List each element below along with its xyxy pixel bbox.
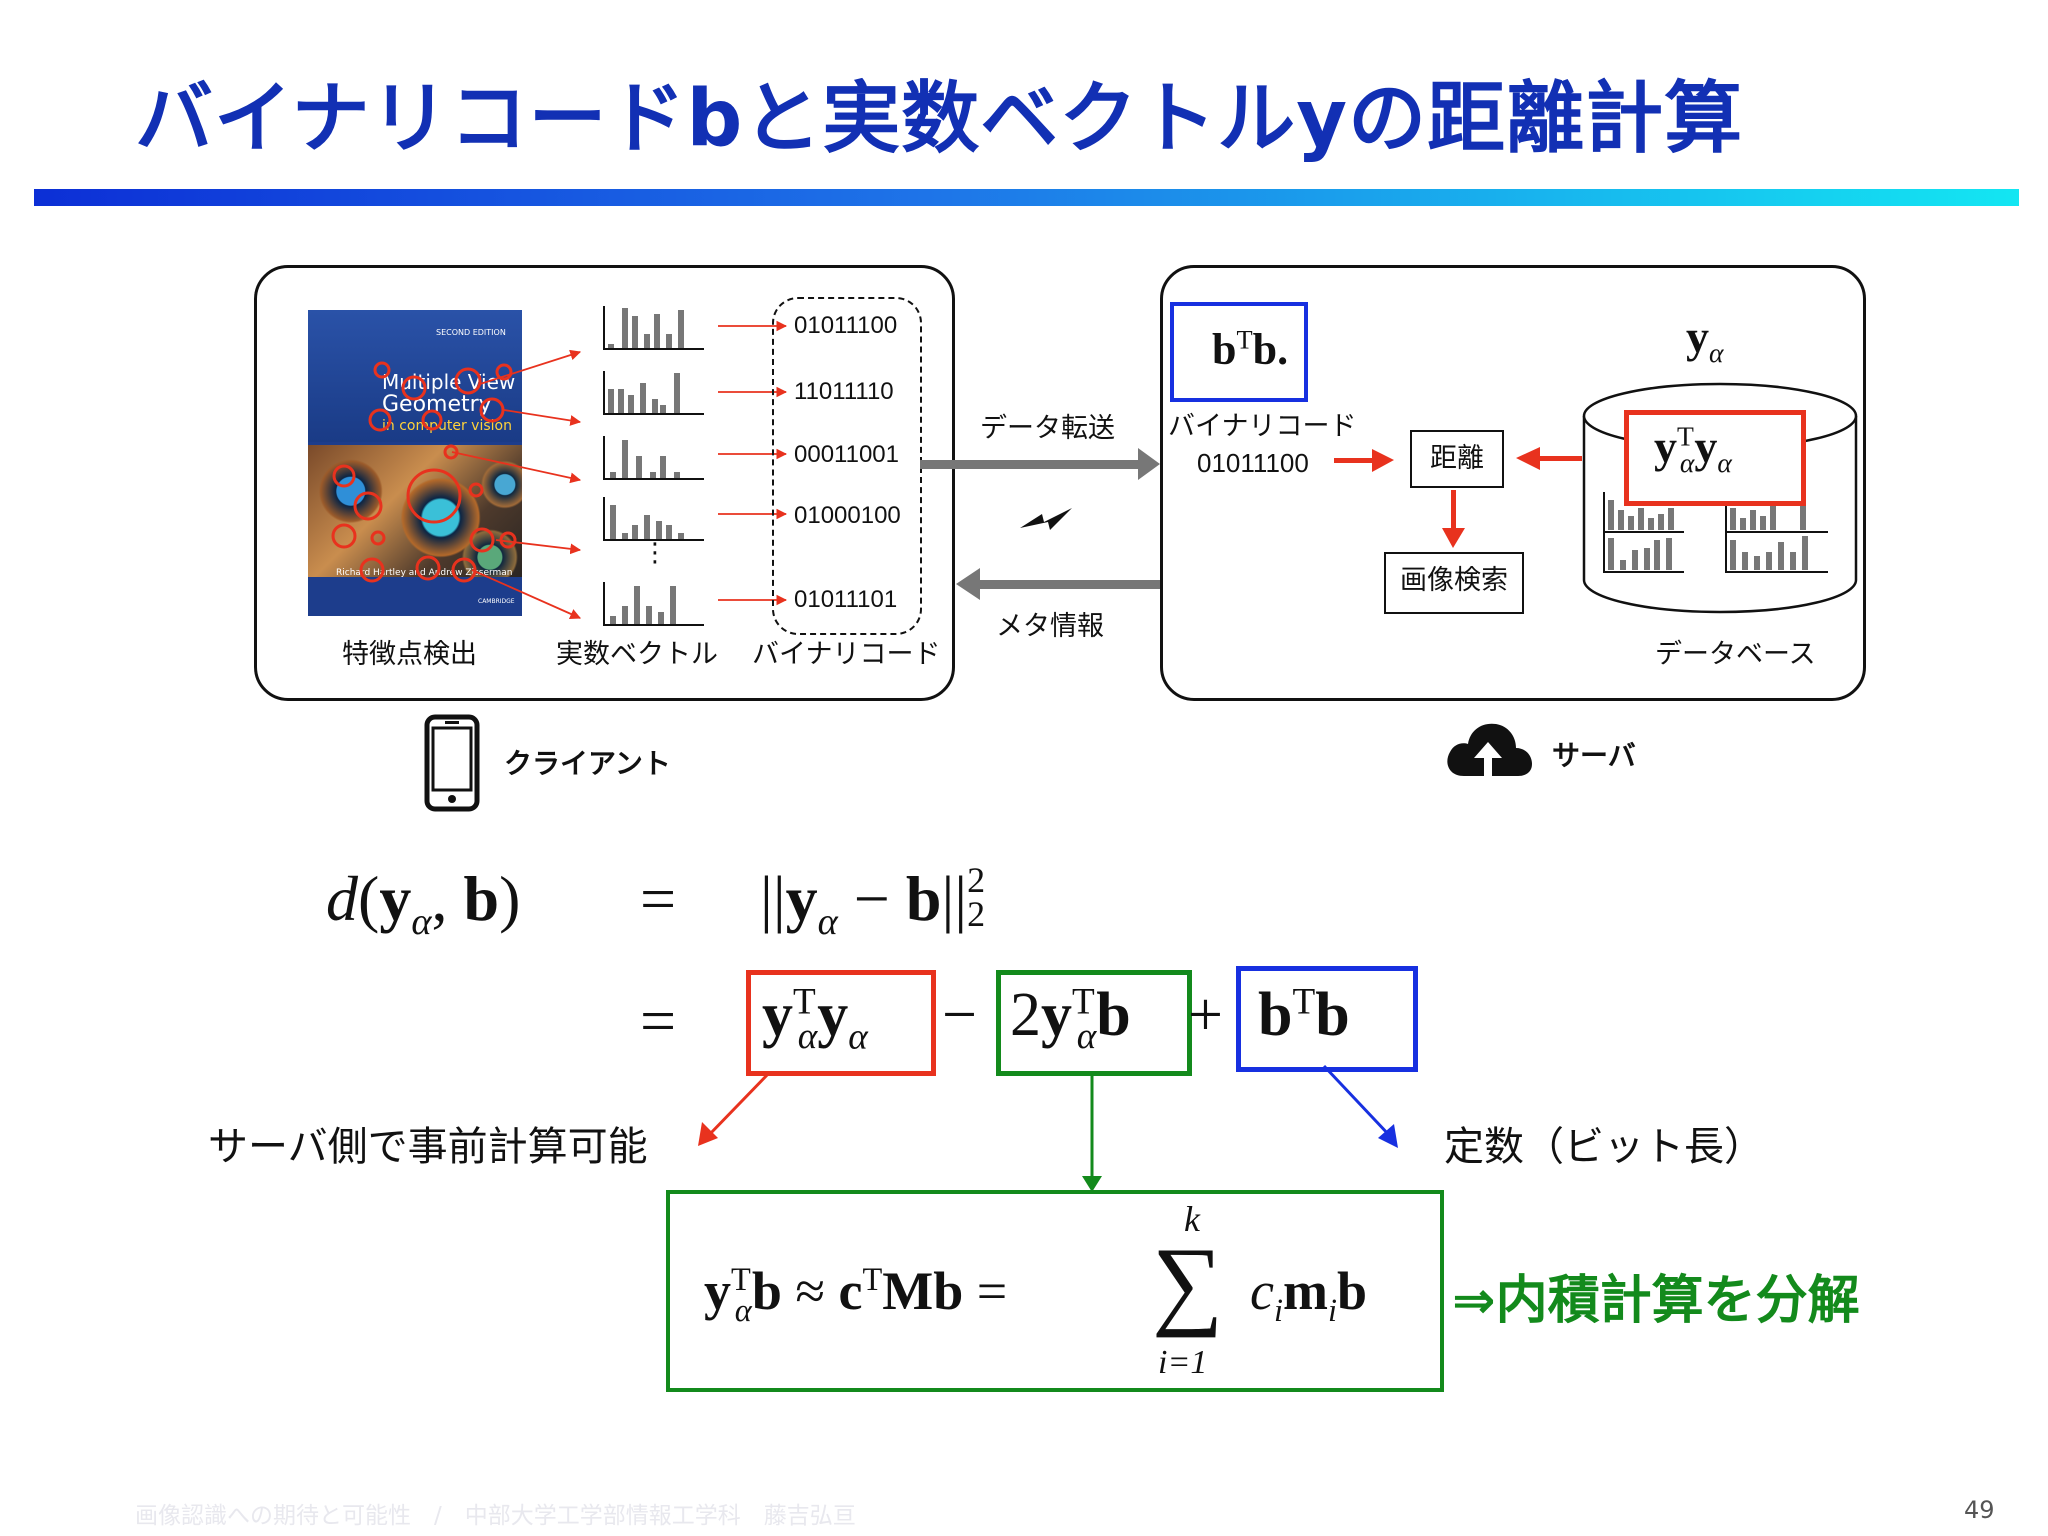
- label-binary-code: バイナリコード: [752, 639, 941, 670]
- cloud-upload-icon: [1447, 723, 1532, 776]
- feature-point: [468, 482, 484, 498]
- blue-arrow: [1322, 1064, 1392, 1138]
- btb-expression: bTb.: [1212, 324, 1289, 374]
- feature-to-vector-arrow: [451, 451, 582, 484]
- binary-code-item: 01000100: [794, 502, 901, 529]
- binary-code-item: 01011101: [794, 586, 898, 613]
- histogram: [610, 440, 680, 478]
- client-vdots: ⋮: [642, 538, 668, 568]
- book-title-line3: in computer vision: [382, 418, 512, 434]
- term-red: yTαyα: [762, 981, 868, 1058]
- book-publisher: CAMBRIDGE: [478, 598, 515, 605]
- label-real-vector: 実数ベクトル: [556, 639, 718, 670]
- feature-to-vector-arrow: [471, 569, 581, 619]
- data-transfer-arrow: [920, 460, 1140, 469]
- binary-code-item: 11011110: [794, 378, 894, 405]
- feature-point: [332, 464, 356, 488]
- footer-text: 画像認識への期待と可能性 / 中部大学工学部情報工学科 藤吉弘亘: [135, 1503, 856, 1529]
- feature-to-vector-arrow: [479, 349, 582, 385]
- feature-point: [451, 557, 477, 583]
- page-number: 49: [1964, 1496, 1995, 1524]
- sum-upper: k: [1184, 1199, 1200, 1239]
- feature-point: [479, 397, 505, 423]
- equation-minus: −: [942, 981, 977, 1049]
- server-caption: サーバ: [1552, 739, 1636, 772]
- server-binary-value: 01011100: [1197, 448, 1309, 478]
- equation-lhs: d(yα, b): [326, 863, 521, 943]
- feature-to-vector-arrow: [495, 539, 582, 555]
- histogram: [610, 586, 676, 624]
- sum-lower: i=1: [1158, 1344, 1208, 1381]
- lightning-icon: [1020, 508, 1072, 530]
- note-server-precompute: サーバ側で事前計算可能: [208, 1124, 648, 1170]
- term-blue: bTb: [1258, 981, 1350, 1049]
- btb-box: [1170, 302, 1308, 402]
- smartphone-icon: [424, 714, 480, 812]
- client-histograms: [603, 306, 704, 626]
- equation-eq-1: =: [640, 863, 677, 934]
- feature-point: [443, 444, 459, 460]
- approx-summand: cimib: [1250, 1261, 1367, 1329]
- slide-title: バイナリコードbと実数ベクトルyの距離計算: [135, 74, 1744, 164]
- label-feature-detection: 特徴点検出: [342, 639, 477, 670]
- arrow-from-database: [1538, 456, 1582, 461]
- feature-point: [368, 408, 392, 432]
- equation-eq-2: =: [640, 985, 677, 1056]
- client-caption: クライアント: [504, 747, 671, 780]
- binary-code-item: 00011001: [794, 441, 899, 468]
- feature-point: [421, 409, 443, 431]
- book-edition: SECOND EDITION: [436, 328, 506, 337]
- feature-point: [415, 555, 441, 581]
- title-underline: [34, 189, 2019, 206]
- distance-box: 距離: [1410, 430, 1504, 488]
- feature-point: [370, 530, 386, 546]
- feature-to-vector-arrow: [503, 409, 582, 426]
- note-constant: 定数（ビット長）: [1444, 1124, 1764, 1170]
- term-green: 2yTαb: [1010, 981, 1131, 1058]
- data-transfer-arrowhead: [1138, 448, 1160, 480]
- data-transfer-label: データ転送: [980, 413, 1115, 444]
- feature-point: [353, 491, 383, 521]
- arrow-to-search: [1451, 490, 1456, 530]
- approx-lhs: yTαb ≈ cTMb =: [704, 1261, 1008, 1329]
- image-search-box: 画像検索: [1384, 552, 1524, 614]
- histogram: [610, 505, 684, 539]
- arrow-to-distance: [1334, 458, 1372, 463]
- term-green-box: [996, 970, 1192, 1076]
- note-decompose: ⇒内積計算を分解: [1452, 1271, 1860, 1331]
- feature-point: [454, 367, 482, 395]
- feature-point: [469, 527, 495, 553]
- yty-box: [1624, 410, 1806, 506]
- feature-point: [406, 468, 462, 524]
- histogram: [608, 373, 680, 413]
- meta-info-label: メタ情報: [996, 611, 1104, 642]
- feature-point: [373, 361, 391, 379]
- database-label: データベース: [1655, 639, 1816, 670]
- binary-code-item: 01011100: [794, 312, 898, 339]
- sum-symbol: ∑: [1152, 1227, 1224, 1338]
- book-authors: Richard Hartley and Andrew Zisserman: [336, 568, 513, 578]
- yty-expression: yTαyα: [1654, 420, 1732, 479]
- feature-point: [359, 557, 385, 583]
- term-red-box: [746, 970, 936, 1076]
- feature-point: [331, 523, 357, 549]
- equation-plus: +: [1188, 981, 1223, 1049]
- feature-point: [401, 375, 427, 401]
- histogram: [608, 308, 684, 348]
- server-binary-label: バイナリコード: [1168, 411, 1357, 442]
- y-alpha-label: yα: [1686, 311, 1724, 369]
- approx-box: [666, 1190, 1444, 1392]
- feature-point: [495, 363, 513, 381]
- red-arrow: [706, 1070, 772, 1138]
- meta-info-arrowhead: [956, 568, 980, 600]
